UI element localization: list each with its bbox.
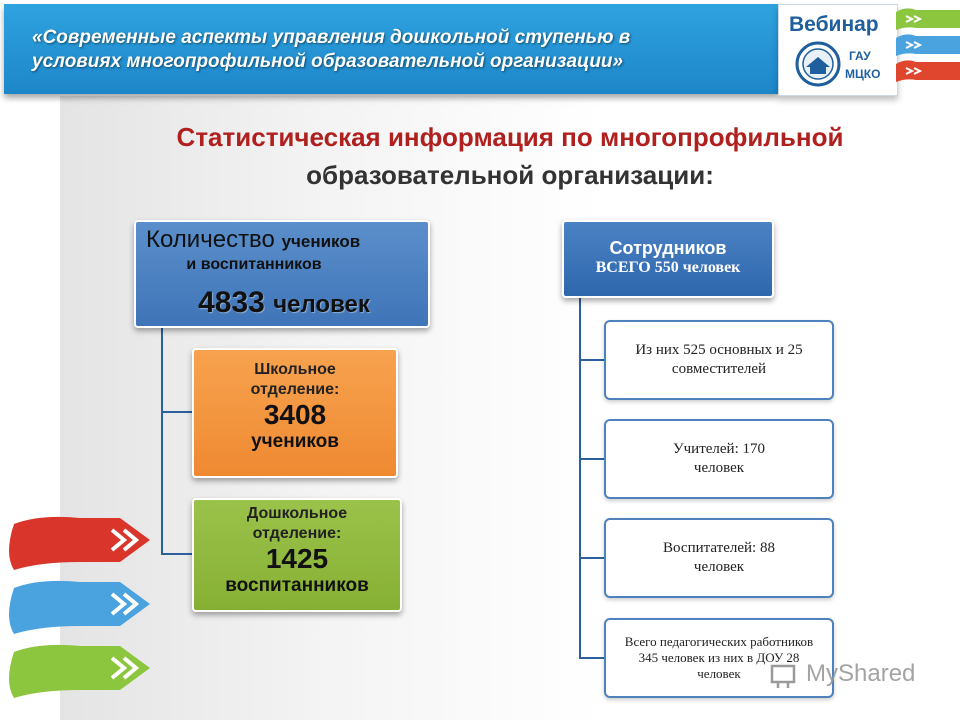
preschool-label-1: Дошкольное <box>246 505 348 522</box>
preschool-count: 1425 <box>265 543 329 574</box>
students-count-unit: человек <box>273 291 370 318</box>
staff-detail-pedagogical: Всего педагогических работников 345 чело… <box>604 618 834 698</box>
banner-title: «Современные аспекты управления дошкольн… <box>32 26 772 74</box>
preschool-unit: воспитанников <box>225 575 369 596</box>
logo-subtitle-mcko: МЦКО <box>845 67 881 81</box>
connector-school <box>161 411 192 413</box>
students-label: Количество учеников <box>146 226 422 254</box>
school-label-2: отделение: <box>250 381 340 398</box>
myshared-logo-icon <box>770 664 796 688</box>
connector-detail-2 <box>579 458 604 460</box>
students-count-value: 4833 <box>198 286 265 319</box>
watermark-text: MyShared <box>806 660 916 687</box>
students-label-small: учеников <box>281 232 361 251</box>
students-label-big: Количество <box>146 226 275 253</box>
connector-detail-1 <box>579 359 604 361</box>
staff-detail-teachers-text: Учителей: 170 человек <box>673 441 765 476</box>
staff-title: Сотрудников <box>609 238 727 258</box>
school-count: 3408 <box>263 399 327 430</box>
emblem-icon <box>795 41 841 87</box>
ribbon-decoration-bottom-icon <box>9 516 150 698</box>
preschool-department-box: Дошкольное отделение: 1425 воспитанников <box>192 498 402 612</box>
banner-line-1: «Современные аспекты управления дошкольн… <box>32 27 631 48</box>
staff-detail-pedagogical-text: Всего педагогических работников 345 чело… <box>624 634 814 681</box>
connector-detail-4 <box>579 657 604 659</box>
preschool-label-2: отделение: <box>252 525 342 542</box>
ribbon-decoration-top-icon <box>896 8 960 82</box>
connector-staff-vertical <box>579 298 581 658</box>
school-department-box: Школьное отделение: 3408 учеников <box>192 348 398 478</box>
connector-students-vertical <box>161 328 163 554</box>
logo-subtitle-gau: ГАУ <box>849 49 871 63</box>
students-count: 4833 человек <box>136 286 432 320</box>
staff-detail-main-text: Из них 525 основных и 25 совместителей <box>635 342 803 377</box>
connector-detail-3 <box>579 557 604 559</box>
staff-total-box: Сотрудников ВСЕГО 550 человек <box>562 220 774 298</box>
title-line-2: образовательной организации: <box>306 160 714 190</box>
header-banner: «Современные аспекты управления дошкольн… <box>4 4 778 94</box>
students-label-line2: и воспитанников <box>186 256 322 273</box>
staff-total: ВСЕГО 550 человек <box>595 259 741 276</box>
webinar-logo: Вебинар ГАУ МЦКО <box>778 4 898 96</box>
staff-detail-teachers: Учителей: 170 человек <box>604 419 834 499</box>
staff-detail-educators-text: Воспитателей: 88 человек <box>663 540 775 575</box>
title-line-1: Статистическая информация по многопрофил… <box>176 122 844 152</box>
page-title: Статистическая информация по многопрофил… <box>120 118 900 194</box>
staff-detail-main: Из них 525 основных и 25 совместителей <box>604 320 834 400</box>
banner-line-2: условиях многопрофильной образовательной… <box>32 51 624 72</box>
connector-preschool <box>161 553 192 555</box>
logo-title: Вебинар <box>789 13 879 36</box>
staff-detail-educators: Воспитателей: 88 человек <box>604 518 834 598</box>
students-total-box: Количество учеников и воспитанников 4833… <box>134 220 430 328</box>
school-unit: учеников <box>251 431 339 452</box>
school-label-1: Школьное <box>254 361 336 378</box>
